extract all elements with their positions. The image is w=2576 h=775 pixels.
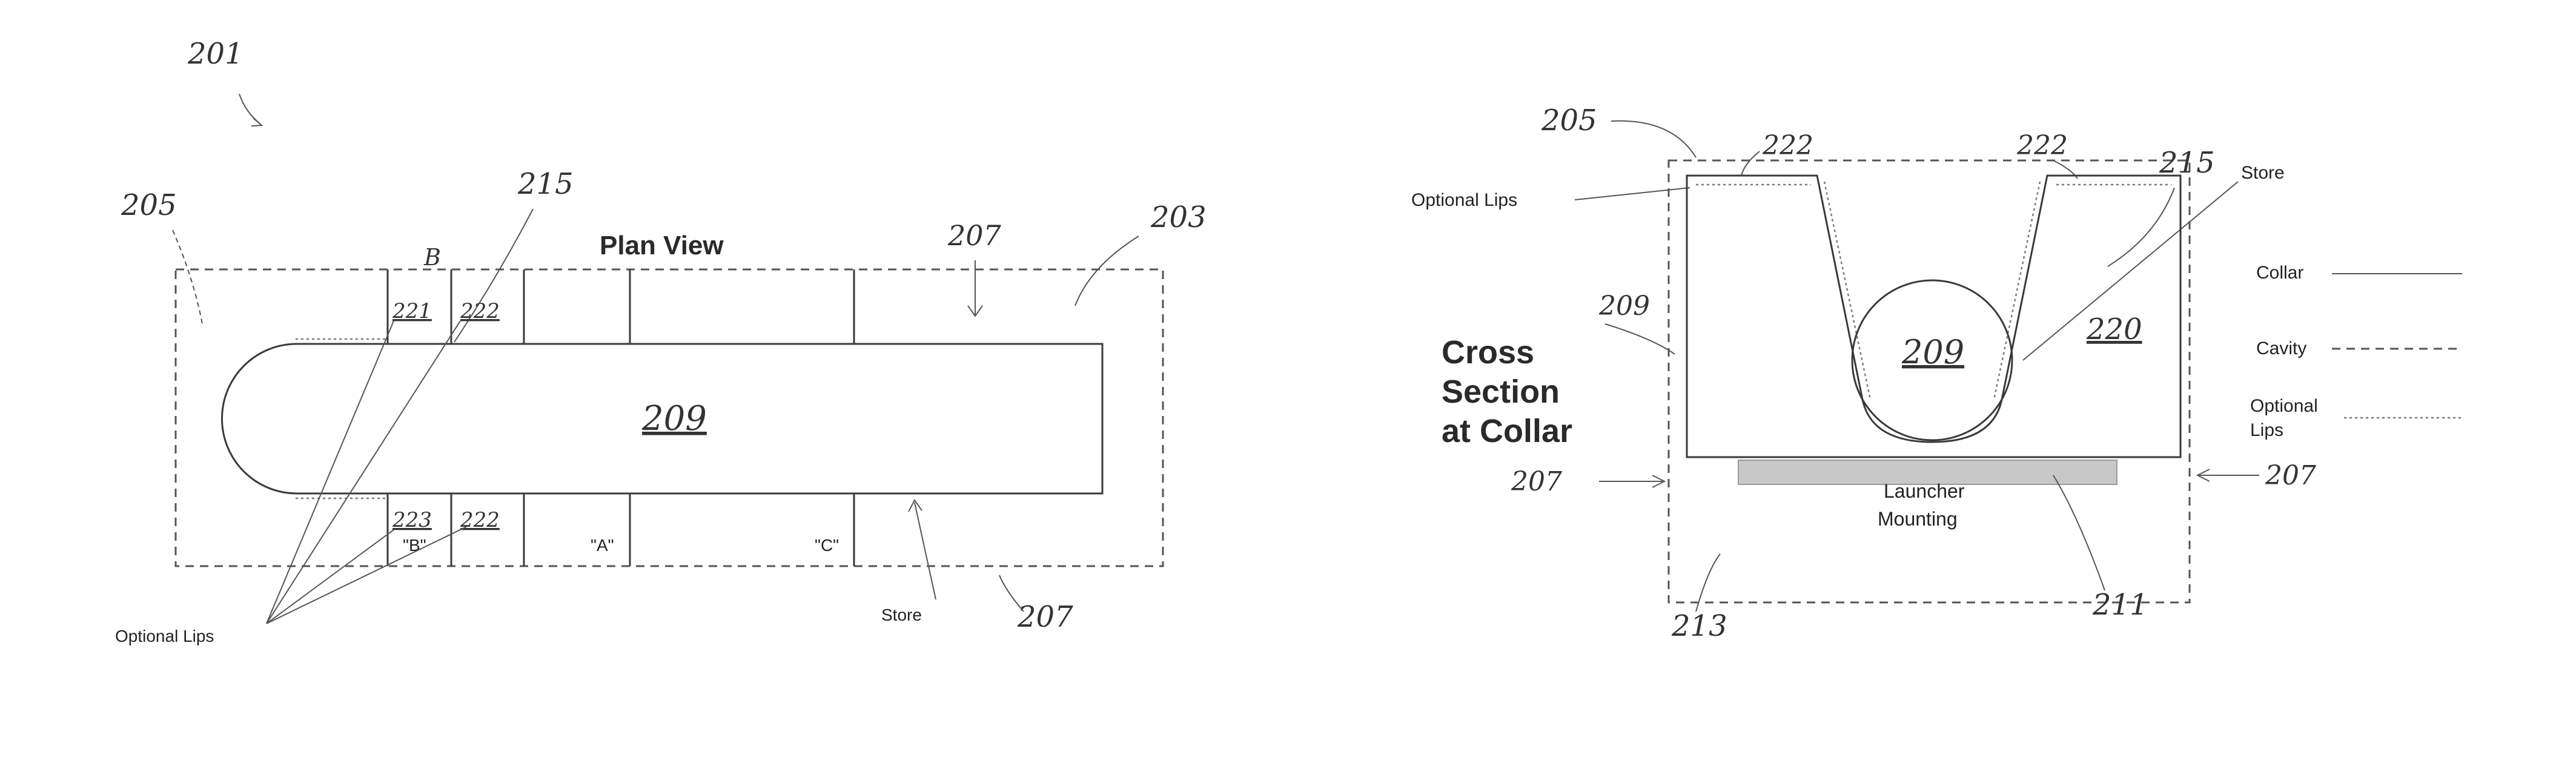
ref-215: 215 xyxy=(517,167,574,201)
label-c-quoted: "C" xyxy=(815,536,839,555)
xs-title-line2: Section xyxy=(1442,374,1560,410)
xs-title-line1: Cross xyxy=(1442,334,1534,371)
xs-ref-220: 220 xyxy=(2086,312,2142,346)
xs-title-line3: at Collar xyxy=(1442,413,1572,449)
plan-view: 201 205 215 Plan View 207 203 209 B 221 … xyxy=(115,37,1207,645)
ref-222-bottom: 222 xyxy=(460,508,500,532)
label-b: B xyxy=(423,244,441,271)
plan-collar-edges xyxy=(388,344,630,493)
xs-optional-lips-label: Optional Lips xyxy=(1411,190,1517,210)
ref-203: 203 xyxy=(1150,200,1207,234)
xs-ref-222-left: 222 xyxy=(1762,130,1813,161)
ref-222-top: 222 xyxy=(460,299,500,323)
legend-optional-line2: Lips xyxy=(2250,420,2283,440)
plan-store-lip-marks xyxy=(296,339,388,498)
xs-launcher-line2: Mounting xyxy=(1878,508,1958,530)
xs-cavity-outline xyxy=(1669,160,2190,602)
xs-optional-lips-leader xyxy=(1575,188,1690,200)
plan-optional-lips-label: Optional Lips xyxy=(115,627,214,645)
plan-collar-dividers-bottom xyxy=(388,493,854,566)
xs-ref-209-store: 209 xyxy=(1901,333,1964,371)
xs-ref-205-leader xyxy=(1611,121,1696,157)
ref-221: 221 xyxy=(392,299,432,323)
xs-ref-209-side: 209 xyxy=(1598,291,1650,322)
xs-ref-207-right: 207 xyxy=(2265,460,2316,491)
ref-207-top: 207 xyxy=(947,219,1002,252)
ref-203-leader xyxy=(1075,236,1139,306)
plan-store-leader xyxy=(915,503,936,599)
xs-ref-222-left-leader xyxy=(1741,151,1760,176)
xs-ref-209-side-leader xyxy=(1605,324,1675,354)
xs-ref-207-left: 207 xyxy=(1511,466,1562,497)
ref-207-bottom: 207 xyxy=(1017,600,1073,634)
ref-201-arrowhead xyxy=(251,118,262,126)
xs-ref-213: 213 xyxy=(1671,609,1727,643)
legend-collar-label: Collar xyxy=(2256,263,2303,283)
ref-205: 205 xyxy=(121,188,177,222)
label-a-quoted: "A" xyxy=(591,536,614,555)
legend: Collar Cavity Optional Lips xyxy=(2250,263,2462,440)
xs-ref-215-leader xyxy=(2108,188,2174,266)
xs-launcher-line1: Launcher xyxy=(1884,480,1965,502)
xs-store-label: Store xyxy=(2241,163,2285,183)
xs-ref-222-right: 222 xyxy=(2016,130,2068,161)
xs-ref-205: 205 xyxy=(1541,104,1597,137)
cross-section: 205 222 222 215 Store Optional Lips 209 … xyxy=(1411,104,2316,643)
legend-optional-line1: Optional xyxy=(2250,396,2318,416)
ref-205-leader xyxy=(173,230,203,327)
plan-view-title: Plan View xyxy=(600,231,724,260)
ref-201-leader xyxy=(239,94,260,124)
xs-ref-211: 211 xyxy=(2092,588,2148,622)
ref-201: 201 xyxy=(187,37,243,71)
ref-209: 209 xyxy=(641,399,707,438)
plan-store-label: Store xyxy=(881,605,922,624)
legend-cavity-label: Cavity xyxy=(2256,338,2306,358)
plan-optional-lips-leaders xyxy=(267,321,466,624)
plan-collar-dividers-top xyxy=(388,269,854,344)
xs-ref-211-leader xyxy=(2053,475,2105,590)
ref-223: 223 xyxy=(392,508,432,532)
